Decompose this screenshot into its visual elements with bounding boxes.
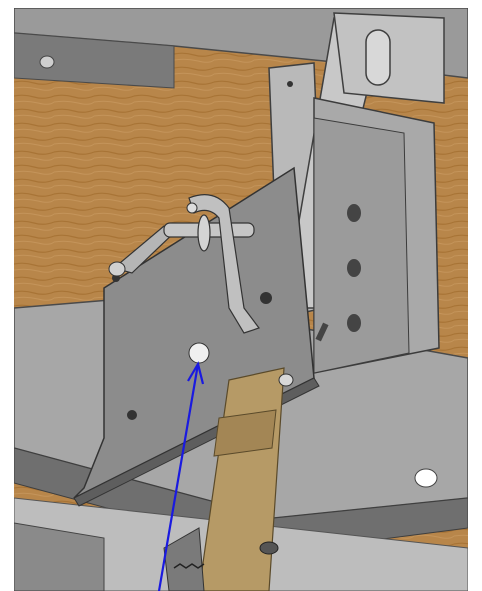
- bracket-illustration: [14, 8, 468, 591]
- latch-spring-clip: [188, 194, 260, 334]
- box-hole-2: [347, 259, 361, 277]
- top-frame-rail-lower: [14, 32, 175, 89]
- slot-opening: [365, 29, 391, 86]
- box-hole-1: [347, 204, 361, 222]
- plate-hole-left: [127, 410, 137, 420]
- latch-pin-end: [108, 261, 126, 277]
- bracket-box-front: [313, 117, 410, 374]
- strap-bolt: [278, 373, 294, 387]
- bolt-head-top: [39, 55, 55, 69]
- lower-clamp: [163, 527, 205, 591]
- latch-rivet: [186, 202, 198, 214]
- plate-hole-large: [188, 342, 210, 364]
- plate-hole-right: [260, 292, 272, 304]
- annotation-arrow-head: [187, 361, 205, 385]
- lower-bolt: [259, 541, 279, 555]
- latch-washer: [197, 214, 211, 252]
- strap-fold: [213, 409, 277, 457]
- bracket-hole-top: [287, 81, 293, 87]
- annotation-arrow-shaft: [157, 363, 200, 591]
- box-hole-3: [347, 314, 361, 332]
- spring-coil: [173, 563, 205, 569]
- beam-hole: [414, 468, 438, 488]
- box-slot: [315, 322, 329, 342]
- bottom-rail-dark: [14, 522, 105, 591]
